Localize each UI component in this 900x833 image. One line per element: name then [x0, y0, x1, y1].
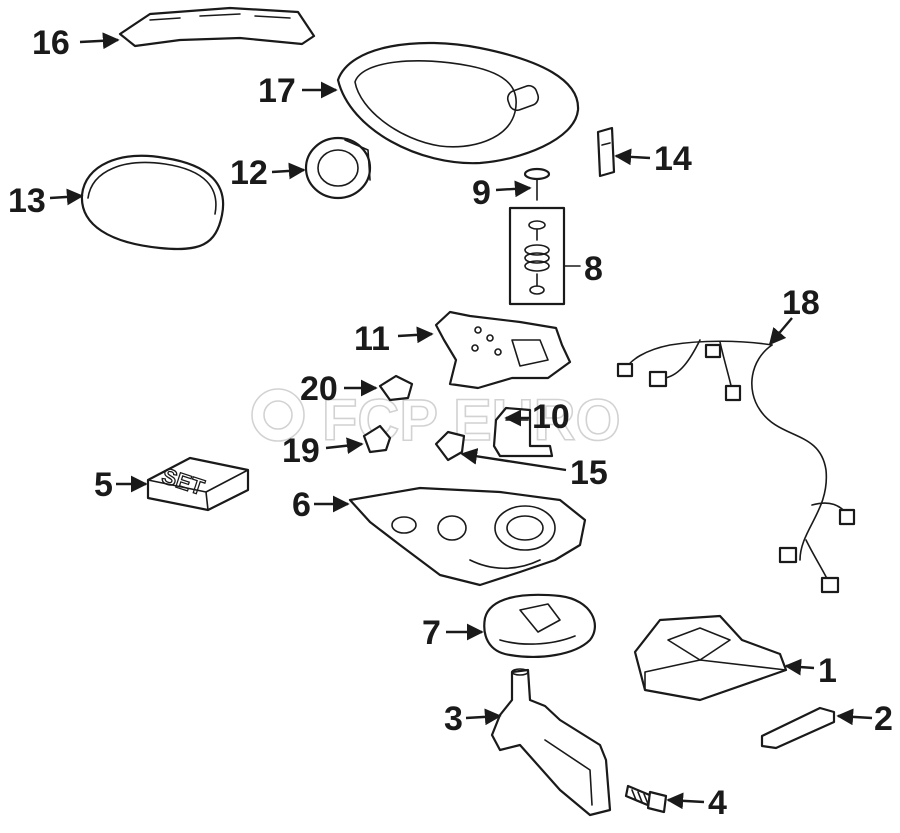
part-15-cap[interactable]: [434, 430, 466, 462]
part-1-cover[interactable]: [633, 614, 788, 702]
callout-14: 14: [614, 140, 692, 178]
callout-20: 20: [300, 370, 378, 408]
callout-18: 18: [768, 284, 820, 346]
callout-16: 16: [32, 24, 120, 62]
callout-label-8: 8: [584, 250, 603, 288]
callout-label-5: 5: [94, 466, 113, 504]
callout-label-3: 3: [444, 700, 463, 738]
callout-13: 13: [8, 182, 84, 220]
callout-2: 2: [836, 700, 893, 738]
part-12-actuator-disc[interactable]: [304, 136, 372, 200]
part-13-mirror-glass[interactable]: [80, 154, 225, 251]
callout-label-6: 6: [292, 486, 311, 524]
callout-label-17: 17: [258, 72, 296, 110]
part-18-wiring-harness[interactable]: [616, 339, 856, 594]
callout-label-20: 20: [300, 370, 338, 408]
callout-11: 11: [354, 320, 434, 358]
callout-1: 1: [784, 652, 837, 690]
callout-17: 17: [258, 72, 338, 110]
part-9-pin[interactable]: [523, 167, 551, 201]
part-17-housing-cover[interactable]: [336, 41, 580, 165]
callout-label-18: 18: [782, 284, 820, 322]
part-4-bolt[interactable]: [624, 784, 668, 814]
callout-label-19: 19: [282, 432, 320, 470]
callout-label-2: 2: [874, 700, 893, 738]
callout-12: 12: [230, 154, 306, 192]
part-14-clip[interactable]: [596, 126, 616, 178]
callout-label-15: 15: [570, 454, 608, 492]
part-11-motor-bracket[interactable]: [434, 310, 572, 390]
callout-8: 8: [563, 250, 603, 288]
callout-label-13: 13: [8, 182, 46, 220]
callout-6: 6: [292, 486, 350, 524]
callout-4: 4: [666, 784, 727, 822]
callout-label-9: 9: [472, 174, 491, 212]
callout-label-12: 12: [230, 154, 268, 192]
part-6-base-housing[interactable]: [348, 486, 587, 587]
callout-7: 7: [422, 614, 484, 652]
callout-15: 15: [460, 447, 608, 492]
part-3-mounting-arm[interactable]: [490, 668, 612, 817]
callout-label-7: 7: [422, 614, 441, 652]
part-5-set-kit[interactable]: SET: [146, 456, 250, 512]
callout-label-14: 14: [654, 140, 692, 178]
part-16-trim-strip[interactable]: [118, 6, 316, 48]
part-7-gasket[interactable]: [483, 593, 596, 658]
part-20-connector[interactable]: [378, 374, 414, 402]
callout-9: 9: [472, 174, 532, 212]
callout-label-4: 4: [708, 784, 727, 822]
callout-label-16: 16: [32, 24, 70, 62]
part-8-spring-kit[interactable]: [508, 206, 566, 306]
callout-label-11: 11: [354, 320, 390, 358]
callout-5: 5: [94, 466, 148, 504]
callout-3: 3: [444, 700, 502, 738]
callout-19: 19: [282, 432, 364, 470]
callout-label-1: 1: [818, 652, 837, 690]
part-19-connector[interactable]: [362, 424, 392, 454]
callout-label-10: 10: [532, 398, 570, 436]
part-2-strip[interactable]: [760, 706, 836, 750]
callout-10: 10: [504, 398, 570, 436]
